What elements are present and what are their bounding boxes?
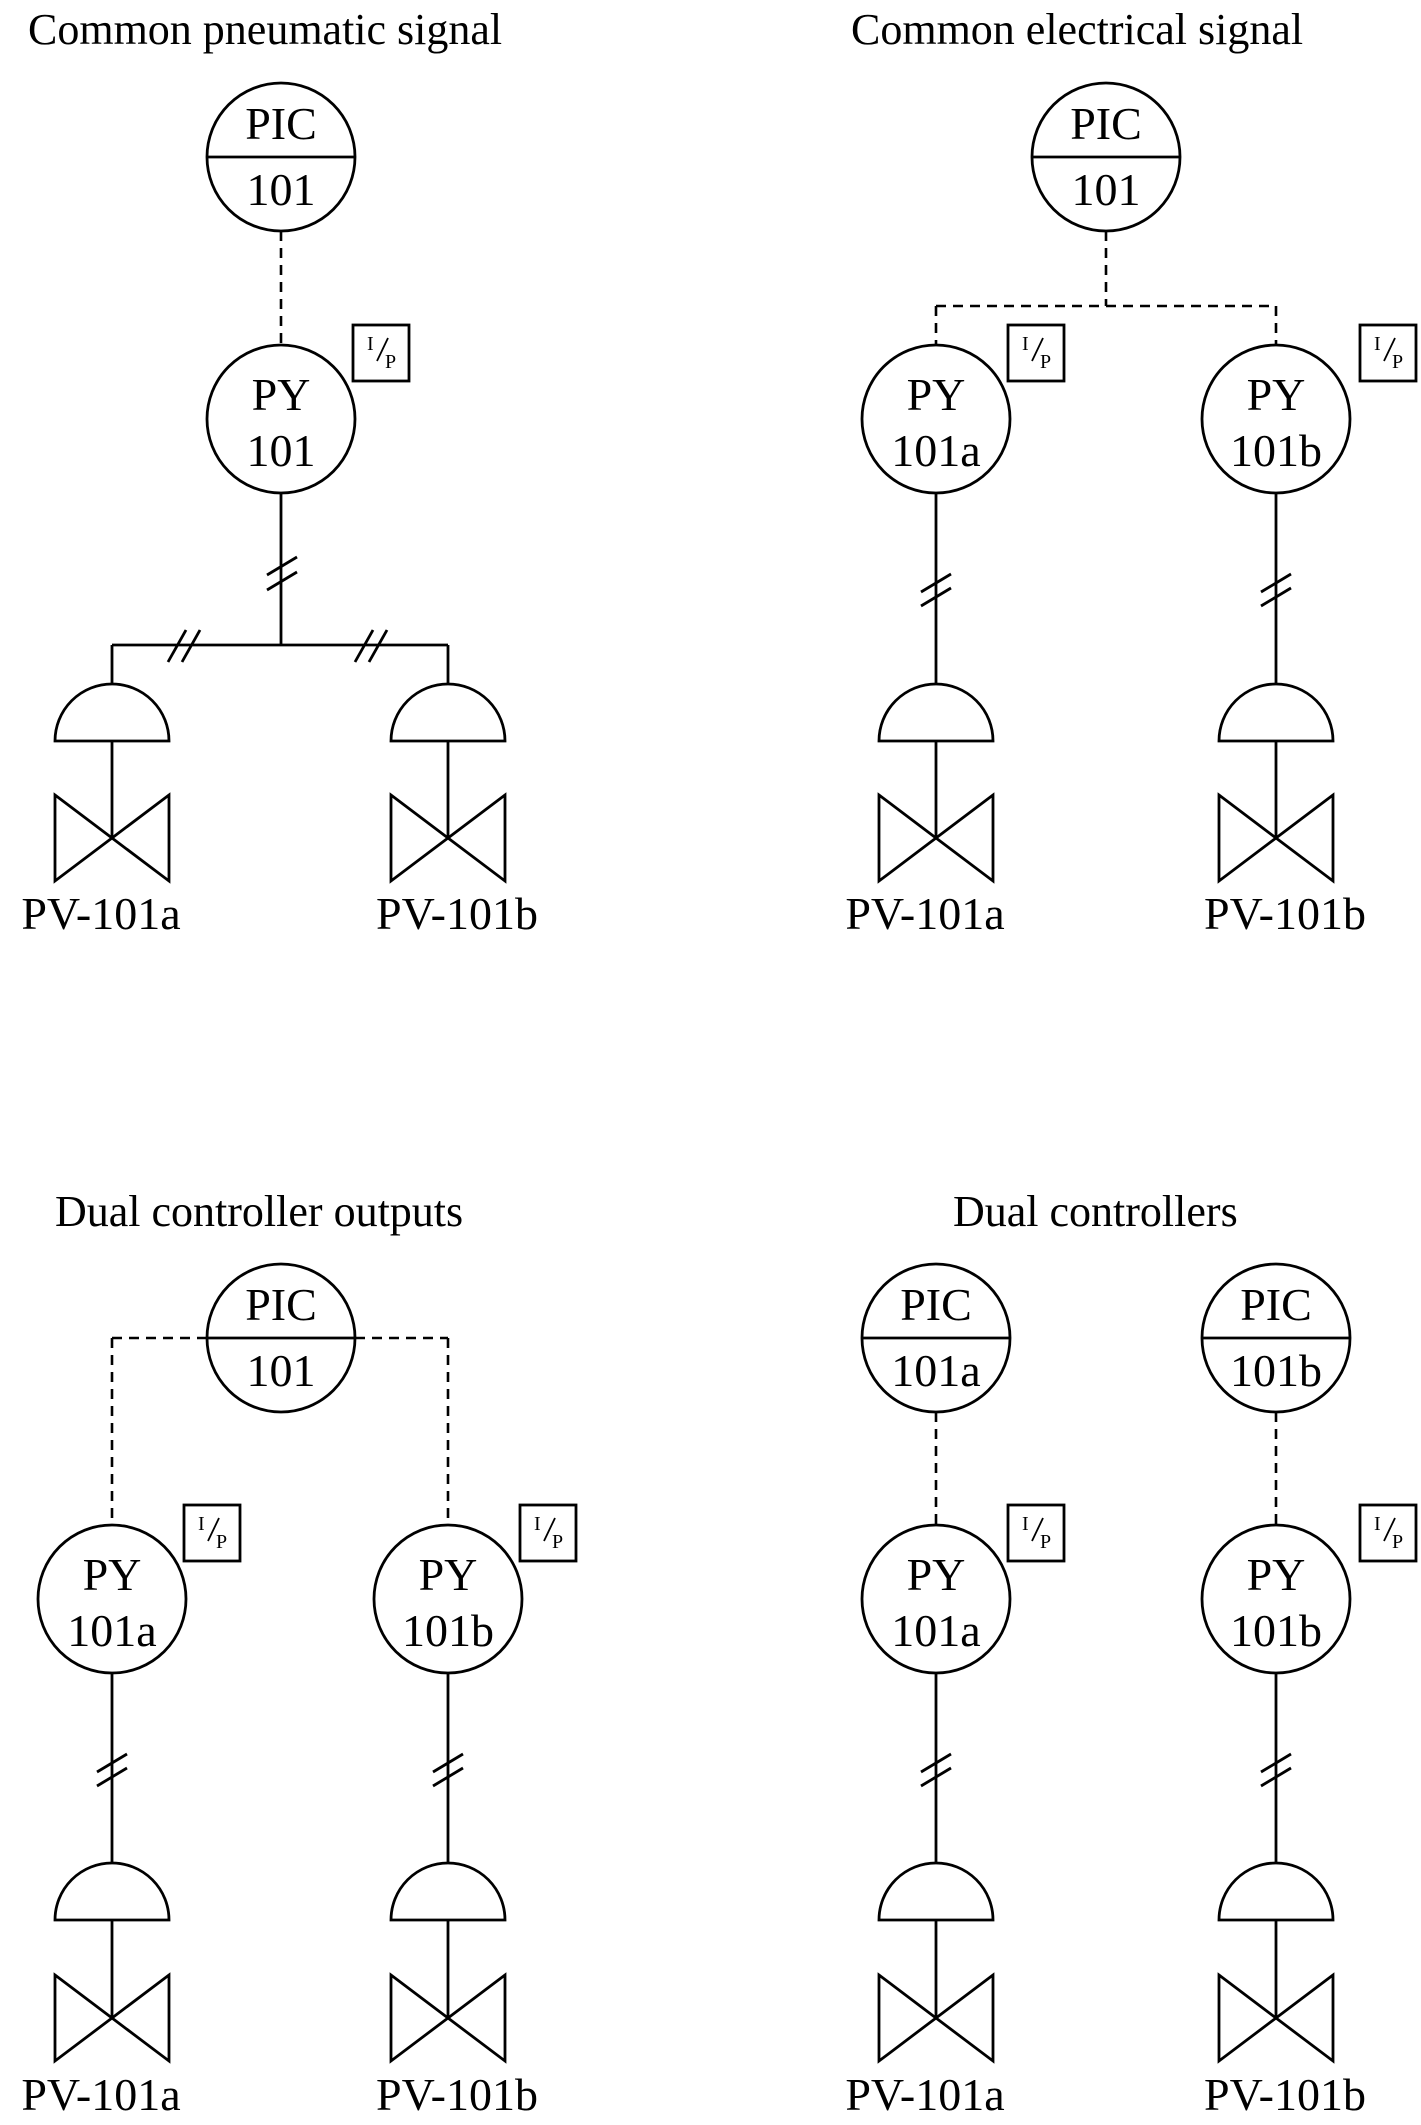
transducer-tag-number: 101	[247, 425, 316, 476]
controller-tag-letters: PIC	[1070, 98, 1142, 149]
controller-tag-number: 101a	[891, 1345, 980, 1396]
transducer-tag-number: 101b	[1230, 425, 1322, 476]
controller-tag-letters: PIC	[900, 1279, 972, 1330]
pneumatic-signal-lines	[920, 493, 1292, 683]
valve-tag-label: PV-101b	[1204, 2069, 1366, 2120]
ip-input-letter: I	[367, 333, 374, 355]
controller-bubble-pic-101b: PIC 101b	[1200, 1262, 1352, 1414]
ip-output-letter: P	[1392, 1531, 1403, 1553]
pneumatic-signal-lines	[110, 493, 450, 683]
panel-common-electrical-signal: Common electrical signal PIC 101 PY 101a…	[845, 5, 1418, 939]
control-valve-b: PV-101b	[1204, 1861, 1366, 2120]
control-valve-a: PV-101a	[845, 1861, 1005, 2120]
controller-bubble-pic-101a: PIC 101a	[860, 1262, 1012, 1414]
panel-title: Common pneumatic signal	[28, 5, 502, 54]
panel-title: Common electrical signal	[851, 5, 1303, 54]
ip-output-letter: P	[216, 1531, 227, 1553]
transducer-bubble-py-101b: PY 101b	[372, 1523, 524, 1675]
ip-output-letter: P	[1392, 351, 1403, 373]
transducer-tag-number: 101a	[891, 425, 980, 476]
ip-output-letter: P	[1040, 1531, 1051, 1553]
panel-title: Dual controllers	[953, 1187, 1238, 1236]
ip-converter-box: I P	[1006, 323, 1066, 383]
transducer-tag-letters: PY	[83, 1549, 142, 1600]
ip-input-letter: I	[1022, 333, 1029, 355]
valve-tag-label: PV-101a	[21, 2069, 180, 2120]
panel-common-pneumatic-signal: Common pneumatic signal PIC 101 PY 101 I…	[21, 5, 538, 939]
controller-tag-number: 101	[247, 1345, 316, 1396]
panel-dual-controller-outputs: Dual controller outputs PIC 101 PY 101a …	[21, 1187, 578, 2120]
transducer-tag-letters: PY	[907, 1549, 966, 1600]
ip-output-letter: P	[1040, 351, 1051, 373]
valve-tag-label: PV-101b	[1204, 888, 1366, 939]
controller-bubble-pic-101: PIC 101	[205, 81, 357, 233]
controller-tag-letters: PIC	[245, 1279, 317, 1330]
control-valve-b: PV-101b	[376, 1861, 538, 2120]
panel-title: Dual controller outputs	[55, 1187, 463, 1236]
valve-tag-label: PV-101a	[845, 888, 1004, 939]
ip-converter-box: I P	[1358, 323, 1418, 383]
controller-bubble-pic-101: PIC 101	[205, 1262, 357, 1414]
controller-tag-letters: PIC	[1240, 1279, 1312, 1330]
valve-tag-label: PV-101a	[21, 888, 180, 939]
ip-input-letter: I	[1374, 333, 1381, 355]
control-valve-a: PV-101a	[21, 682, 181, 939]
transducer-bubble-py-101a: PY 101a	[860, 1523, 1012, 1675]
electric-signal-lines	[934, 1412, 1278, 1525]
transducer-tag-letters: PY	[907, 369, 966, 420]
ip-converter-box: I P	[1358, 1503, 1418, 1563]
transducer-bubble-py-101a: PY 101a	[36, 1523, 188, 1675]
ip-input-letter: I	[534, 1513, 541, 1535]
electric-signal-lines	[110, 1336, 450, 1525]
controller-bubble-pic-101: PIC 101	[1030, 81, 1182, 233]
valve-tag-label: PV-101a	[845, 2069, 1004, 2120]
ip-converter-box: I P	[351, 323, 411, 383]
transducer-tag-letters: PY	[252, 369, 311, 420]
ip-input-letter: I	[1022, 1513, 1029, 1535]
transducer-tag-number: 101b	[402, 1605, 494, 1656]
control-valve-a: PV-101a	[845, 682, 1005, 939]
transducer-tag-number: 101b	[1230, 1605, 1322, 1656]
transducer-tag-letters: PY	[1247, 1549, 1306, 1600]
transducer-bubble-py-101a: PY 101a	[860, 343, 1012, 495]
transducer-bubble-py-101b: PY 101b	[1200, 343, 1352, 495]
control-valve-b: PV-101b	[1204, 682, 1366, 939]
transducer-bubble-py-101b: PY 101b	[1200, 1523, 1352, 1675]
valve-tag-label: PV-101b	[376, 2069, 538, 2120]
ip-converter-box: I P	[1006, 1503, 1066, 1563]
control-valve-a: PV-101a	[21, 1861, 181, 2120]
transducer-bubble-py-101: PY 101	[205, 343, 357, 495]
control-valve-b: PV-101b	[376, 682, 538, 939]
transducer-tag-number: 101a	[67, 1605, 156, 1656]
ip-output-letter: P	[385, 351, 396, 373]
ip-output-letter: P	[552, 1531, 563, 1553]
controller-tag-number: 101	[1072, 164, 1141, 215]
transducer-tag-letters: PY	[419, 1549, 478, 1600]
valve-tag-label: PV-101b	[376, 888, 538, 939]
controller-tag-number: 101b	[1230, 1345, 1322, 1396]
pneumatic-signal-lines	[96, 1673, 464, 1862]
electric-signal-lines	[934, 231, 1278, 345]
controller-tag-letters: PIC	[245, 98, 317, 149]
ip-converter-box: I P	[182, 1503, 242, 1563]
transducer-tag-letters: PY	[1247, 369, 1306, 420]
transducer-tag-number: 101a	[891, 1605, 980, 1656]
panel-dual-controllers: Dual controllers PIC 101a PIC 101b PY 10…	[845, 1187, 1418, 2120]
ip-input-letter: I	[198, 1513, 205, 1535]
ip-converter-box: I P	[518, 1503, 578, 1563]
controller-tag-number: 101	[247, 164, 316, 215]
pneumatic-signal-lines	[920, 1673, 1292, 1862]
ip-input-letter: I	[1374, 1513, 1381, 1535]
